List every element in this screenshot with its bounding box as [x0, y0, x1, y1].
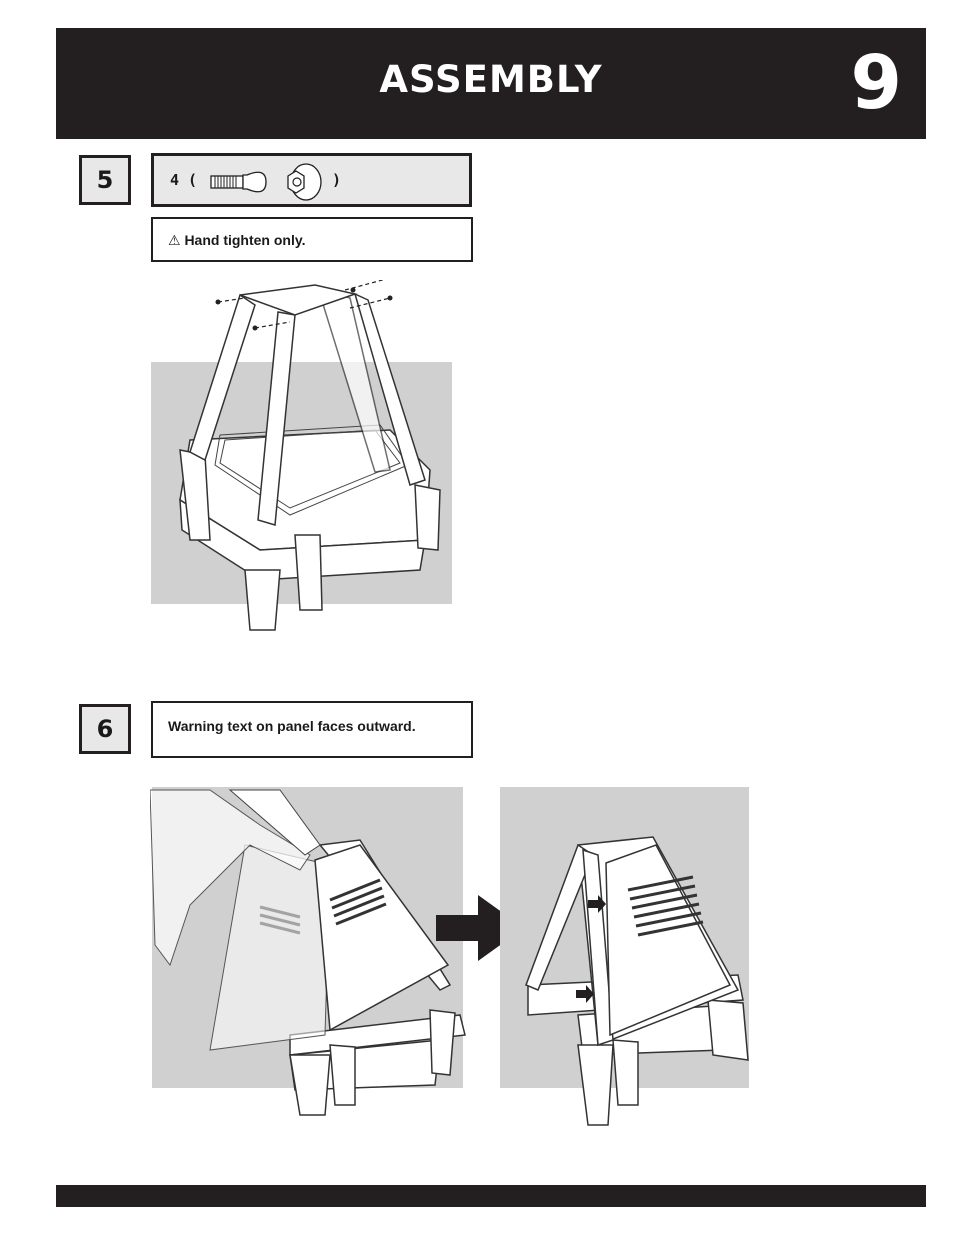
parts-close: ): [332, 171, 342, 189]
bolt-icon: [210, 171, 267, 193]
step-6-illustration-right: [500, 787, 749, 1126]
step-6-illustration-left: [150, 787, 466, 1116]
step-5-illustration: [151, 280, 452, 631]
step-5-number: 5: [79, 155, 131, 205]
page-header: ASSEMBLY 9: [56, 28, 926, 139]
parts-count: 4 (: [170, 171, 198, 189]
step-5-note: ⚠ Hand tighten only.: [151, 217, 473, 262]
step-5-parts-box: 4 ( ): [151, 153, 472, 207]
note-text: Warning text on panel faces outward.: [168, 718, 416, 734]
page-title: ASSEMBLY: [379, 58, 603, 101]
step-6-note: Warning text on panel faces outward.: [151, 701, 473, 758]
page-number: 9: [850, 40, 903, 126]
page-footer-bar: [56, 1185, 926, 1207]
nut-icon: [287, 163, 322, 201]
arrow-right-icon: [436, 895, 524, 961]
note-text: ⚠ Hand tighten only.: [168, 232, 306, 248]
step-6-number: 6: [79, 704, 131, 754]
